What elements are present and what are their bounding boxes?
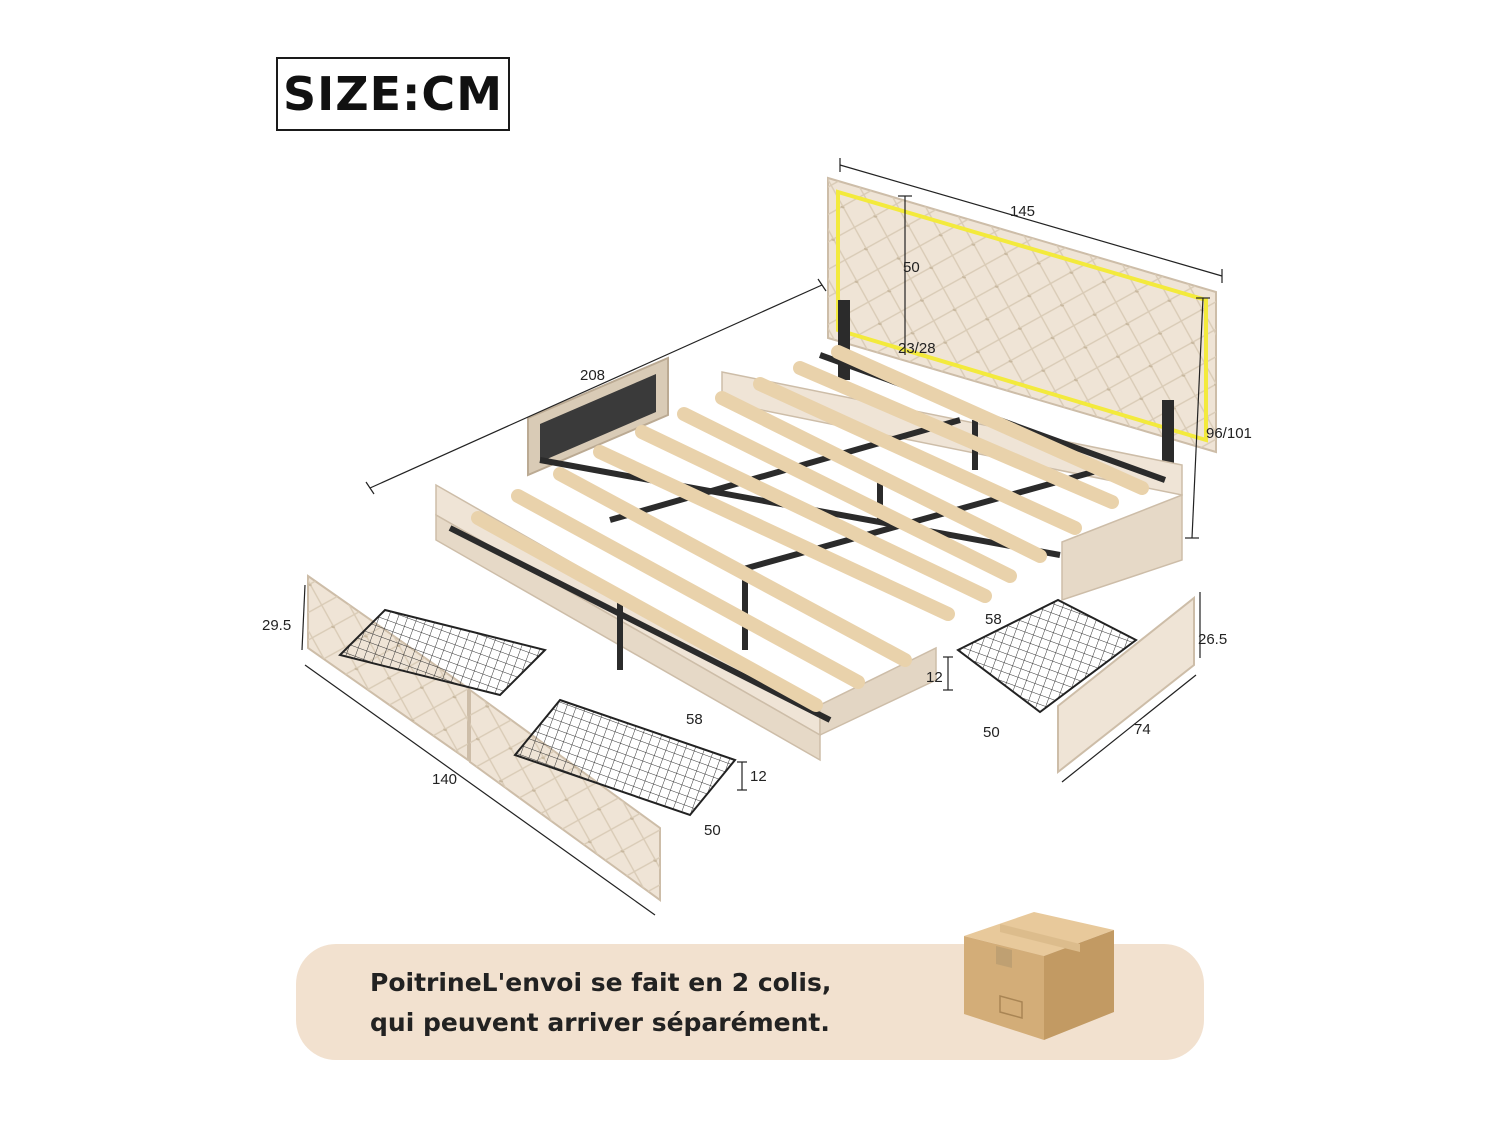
- slat: [715, 391, 1047, 563]
- dim-side-drawer-height: 26.5: [1198, 631, 1227, 648]
- wire-basket: [513, 698, 737, 817]
- dim-headboard-width: 145: [1010, 203, 1035, 220]
- slat: [753, 377, 1082, 535]
- slats: [471, 345, 1149, 712]
- dim-front-basket-width: 50: [704, 822, 721, 839]
- slat: [553, 467, 912, 667]
- led-strip: [836, 189, 1208, 443]
- notice-line-1: PoitrineL'envoi se fait en 2 colis,: [370, 968, 832, 997]
- slat: [677, 407, 1017, 583]
- slat: [793, 361, 1119, 509]
- dim-side-basket-height: 12: [926, 669, 943, 686]
- cardboard-box-icon: [964, 912, 1114, 1040]
- slat: [593, 445, 955, 621]
- wire-basket: [338, 608, 547, 697]
- headboard: [827, 176, 1217, 475]
- dim-bed-length: 208: [580, 367, 605, 384]
- size-label: SIZE:CM: [276, 57, 510, 131]
- dim-front-drawers-width: 140: [432, 771, 457, 788]
- dim-side-basket-width: 50: [983, 724, 1000, 741]
- wire-basket: [956, 598, 1138, 714]
- shipping-notice-text: PoitrineL'envoi se fait en 2 colis, qui …: [370, 963, 831, 1043]
- slat: [511, 489, 865, 689]
- shipping-notice-banner: PoitrineL'envoi se fait en 2 colis, qui …: [296, 912, 1204, 1060]
- slat: [471, 511, 823, 712]
- side-drawer: [956, 595, 1195, 775]
- slat: [831, 345, 1149, 495]
- front-drawers: [307, 574, 737, 902]
- dim-front-basket-depth: 58: [686, 711, 703, 728]
- notice-line-2: qui peuvent arriver séparément.: [370, 1008, 830, 1037]
- footboard: [527, 356, 669, 477]
- dim-front-drawer-height: 29.5: [262, 617, 291, 634]
- headboard-post-right: [1162, 400, 1174, 475]
- bed-dimension-diagram: 145 50 23/28 208 96/101 29.5 140 58 12 5…: [262, 158, 1252, 916]
- dim-front-basket-height: 12: [750, 768, 767, 785]
- dim-total-height: 96/101: [1206, 425, 1252, 442]
- dim-side-basket-depth: 58: [985, 611, 1002, 628]
- dimension-lines: [301, 158, 1223, 916]
- dim-headboard-height: 50: [903, 259, 920, 276]
- slat: [635, 425, 992, 603]
- dim-side-drawer-width: 74: [1134, 721, 1151, 738]
- dim-leg-height: 23/28: [898, 340, 936, 357]
